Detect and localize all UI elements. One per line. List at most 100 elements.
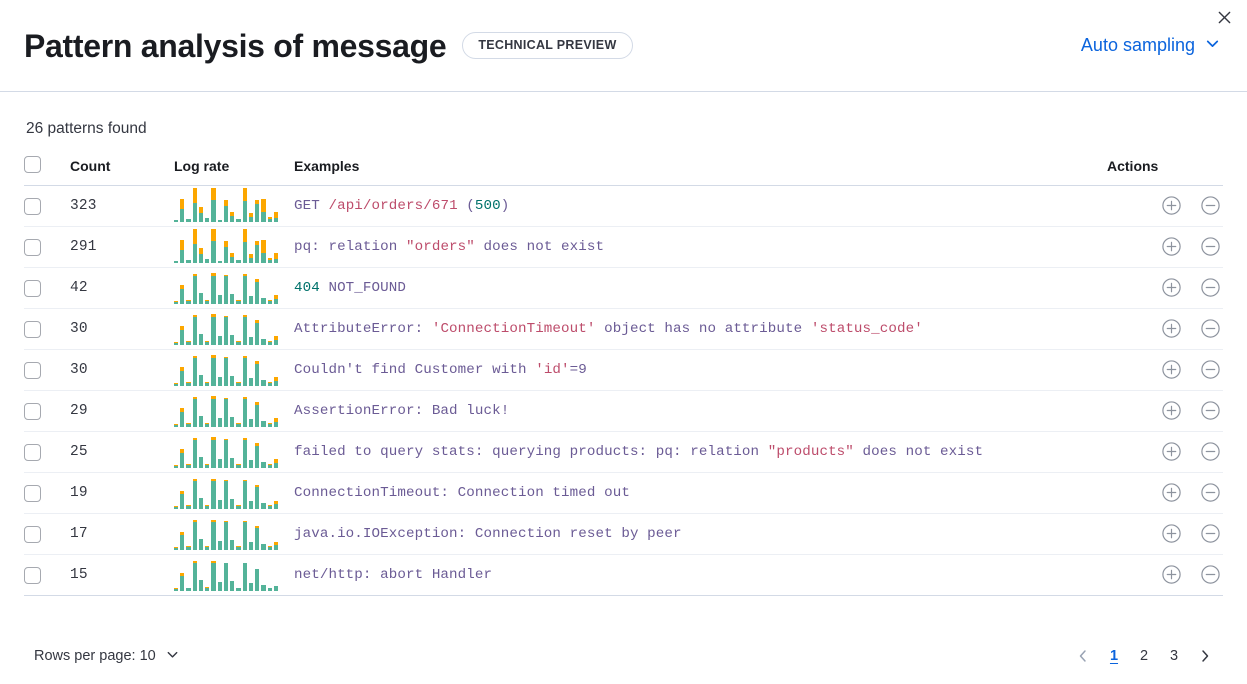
select-all-header [24,156,70,187]
circle-plus-icon[interactable] [1158,274,1184,300]
circle-minus-icon[interactable] [1197,315,1223,341]
sparkline-bar-base [211,276,216,305]
sparkline-bar-highlight [223,199,229,206]
row-checkbox[interactable] [24,525,41,543]
circle-plus-icon[interactable] [1158,479,1184,505]
row-checkbox[interactable] [24,361,41,379]
sparkline-bar-highlight [180,239,185,250]
sparkline-bar [205,586,210,592]
column-header-log-rate[interactable]: Log rate [174,156,294,187]
sparkline-bar-base [230,256,235,264]
sparkline-bar-highlight [267,463,272,465]
sparkline-bar [255,319,260,346]
circle-plus-icon[interactable] [1158,233,1184,259]
sparkline-bar-base [223,276,229,305]
sparkline-bar-highlight [180,367,185,371]
sparkline-bar [242,315,247,346]
column-header-examples[interactable]: Examples [294,156,1107,187]
sparkline-bar [255,442,260,469]
row-checkbox[interactable] [24,197,41,215]
circle-minus-icon[interactable] [1197,438,1223,464]
sparkline-bar-base [205,587,210,592]
sparkline-bar [261,502,266,510]
auto-sampling-dropdown[interactable]: Auto sampling [1081,35,1223,57]
column-header-count[interactable]: Count [70,156,174,187]
circle-minus-icon[interactable] [1197,233,1223,259]
sparkline-bar [205,258,210,264]
circle-plus-icon[interactable] [1158,561,1184,587]
select-all-checkbox[interactable] [24,156,41,174]
row-checkbox[interactable] [24,484,41,502]
row-checkbox[interactable] [24,443,41,461]
row-actions [1107,226,1223,269]
sparkline-bar-base [255,568,260,592]
sparkline-bar-highlight [248,213,254,217]
row-checkbox[interactable] [24,402,41,420]
page-button-2[interactable]: 2 [1139,648,1149,664]
circle-minus-icon[interactable] [1197,479,1223,505]
row-checkbox[interactable] [24,279,41,297]
circle-minus-icon[interactable] [1197,520,1223,546]
chevron-left-icon[interactable] [1069,642,1097,670]
sparkline-bar-base [248,583,254,592]
circle-plus-icon[interactable] [1158,356,1184,382]
row-actions [1107,308,1223,351]
close-icon[interactable] [1211,4,1237,30]
sparkline-bar [255,360,260,387]
chevron-right-icon[interactable] [1191,642,1219,670]
sparkline-bar-highlight [223,398,229,400]
page-button-3[interactable]: 3 [1169,648,1179,664]
circle-minus-icon[interactable] [1197,192,1223,218]
sparkline-bar [248,460,254,469]
sparkline-bar [242,228,247,264]
sparkline-bar-base [261,420,266,428]
sparkline-bar-highlight [180,285,185,289]
sparkline-bar-base [261,212,266,223]
sparkline-bar [242,356,247,387]
circle-plus-icon[interactable] [1158,315,1184,341]
circle-minus-icon[interactable] [1197,356,1223,382]
circle-plus-icon[interactable] [1158,438,1184,464]
page-button-1[interactable]: 1 [1109,648,1119,664]
rows-per-page-selector[interactable]: Rows per page: 10 [24,647,180,666]
sparkline-bar-highlight [248,254,254,258]
circle-plus-icon[interactable] [1158,520,1184,546]
sparkline-bar-highlight [205,299,210,301]
sparkline-bar [230,376,235,387]
sparkline-bar-base [242,242,247,264]
sparkline-bar-highlight [174,505,179,508]
example-token: AssertionError: Bad luck! [294,403,510,420]
sparkline-bar-base [174,548,179,551]
sparkline-bar-base [248,501,254,510]
sparkline-bar-highlight [205,463,210,465]
example-token: failed to query stats: querying products… [294,444,768,461]
row-checkbox[interactable] [24,320,41,338]
example-token: GET [294,198,329,215]
circle-plus-icon[interactable] [1158,192,1184,218]
row-checkbox[interactable] [24,238,41,256]
sparkline-bar [267,422,272,428]
example-token: AttributeError: [294,321,432,338]
sparkline-bar-base [186,341,191,346]
circle-minus-icon[interactable] [1197,561,1223,587]
sparkline-bar [174,220,179,223]
circle-plus-icon[interactable] [1158,397,1184,423]
circle-minus-icon[interactable] [1197,397,1223,423]
log-rate-cell [174,267,294,310]
row-checkbox[interactable] [24,566,41,584]
pattern-example: net/http: abort Handler [294,554,1107,597]
sparkline-bar [186,587,191,592]
circle-minus-icon[interactable] [1197,274,1223,300]
log-rate-sparkline [174,559,278,592]
